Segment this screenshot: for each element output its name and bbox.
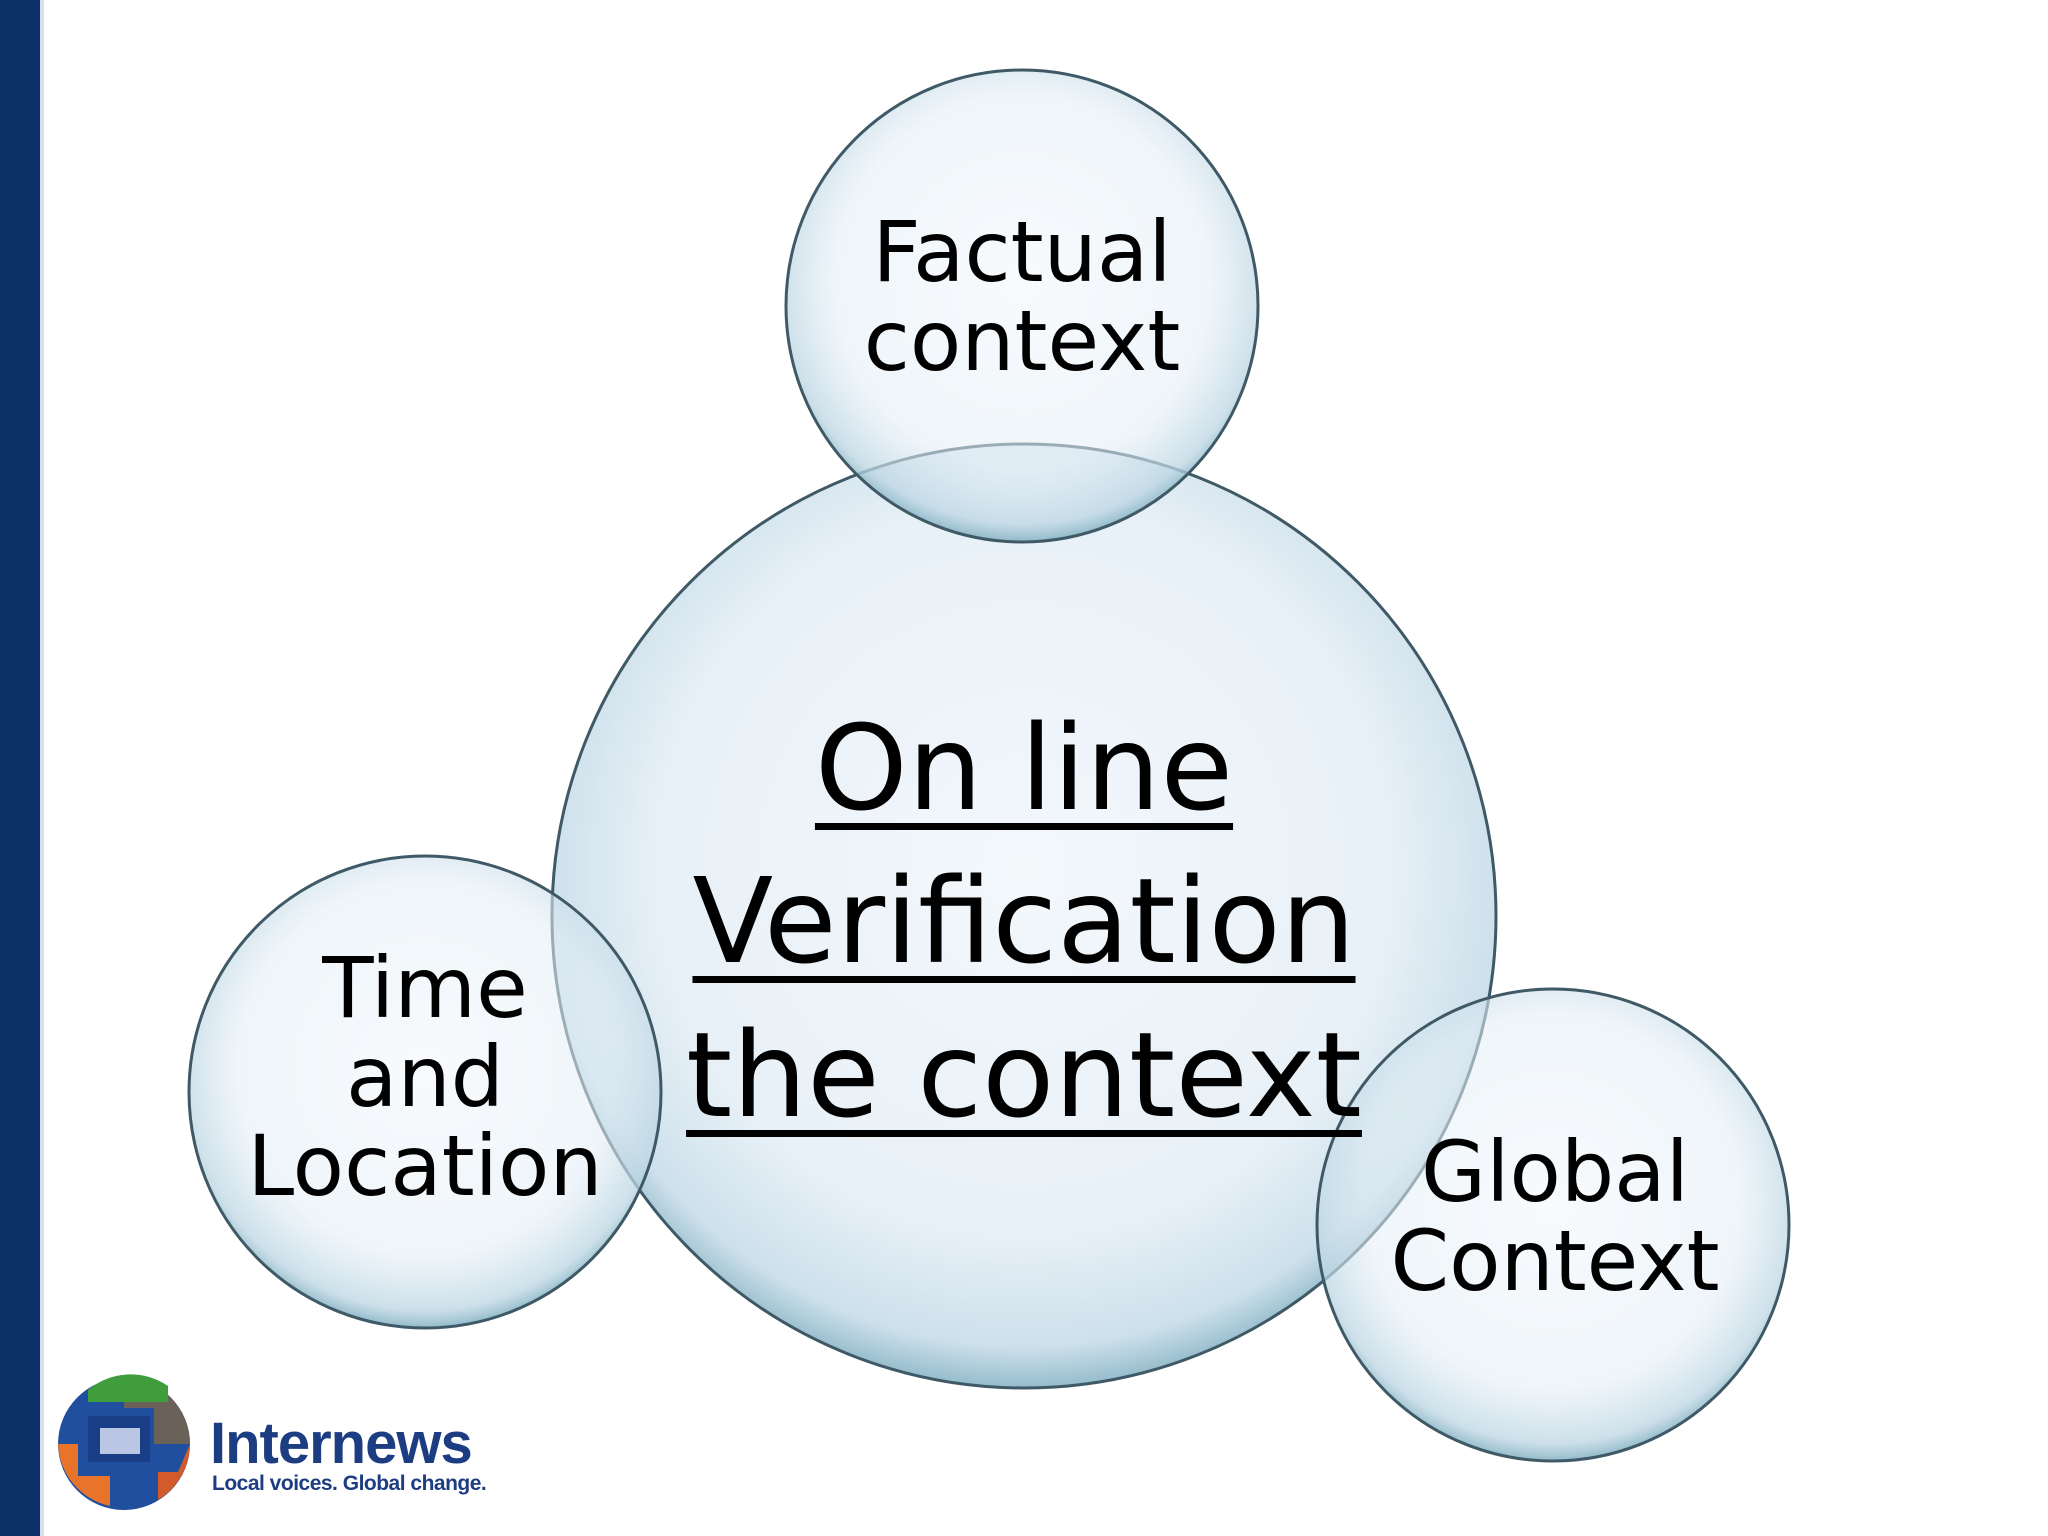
logo-tagline: Local voices. Global change. xyxy=(212,1472,487,1495)
center-label-line-1: On line xyxy=(814,699,1234,837)
left-label-line-1: Time xyxy=(322,939,528,1037)
left-bubble xyxy=(187,854,663,1330)
right-label-line-1: Global xyxy=(1421,1123,1689,1221)
left-accent-bar xyxy=(0,0,40,1536)
left-accent-bar-edge xyxy=(40,0,44,1536)
center-label-line-3: the context xyxy=(686,1005,1362,1144)
top-label-line-1: Factual xyxy=(872,203,1172,301)
top-label: Factual context xyxy=(822,203,1222,391)
top-label-line-2: context xyxy=(863,292,1181,391)
center-label-line-2: Verification xyxy=(692,852,1356,991)
logo-name: Internews xyxy=(210,1411,473,1476)
right-label: Global Context xyxy=(1355,1123,1755,1311)
right-bubble xyxy=(1315,987,1791,1463)
left-label: Time and Location xyxy=(225,939,625,1216)
center-label: On line Verification the context xyxy=(624,692,1424,1152)
left-label-line-3: Location xyxy=(247,1117,603,1216)
internews-logo-icon xyxy=(58,1374,190,1510)
right-label-line-2: Context xyxy=(1390,1212,1720,1311)
left-label-line-2: and xyxy=(345,1028,505,1127)
top-bubble xyxy=(784,68,1260,544)
